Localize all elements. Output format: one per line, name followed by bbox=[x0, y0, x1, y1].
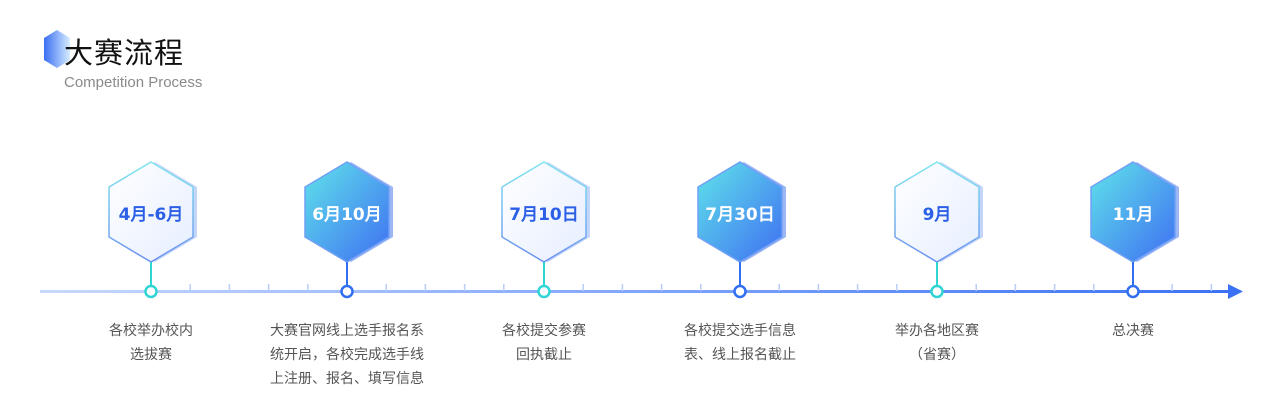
step-description: 各校提交参赛回执截止 bbox=[446, 319, 642, 367]
step-date: 9月 bbox=[922, 205, 952, 225]
step-description-line: 总决赛 bbox=[1112, 323, 1154, 339]
timeline-dot bbox=[733, 284, 747, 299]
timeline-axis bbox=[40, 290, 1230, 293]
timeline-node bbox=[108, 161, 197, 299]
timeline-dot bbox=[144, 284, 158, 299]
timeline-dot bbox=[930, 284, 944, 299]
page-subtitle: Competition Process bbox=[64, 74, 203, 91]
step-date: 6月10月 bbox=[312, 205, 382, 225]
timeline-node bbox=[894, 161, 983, 299]
timeline-dot bbox=[1126, 284, 1140, 299]
step-date: 7月10日 bbox=[509, 205, 579, 225]
timeline-node bbox=[697, 161, 786, 299]
step-date: 7月30日 bbox=[705, 205, 775, 225]
step-description-line: （省赛） bbox=[909, 347, 965, 363]
step-description: 各校提交选手信息表、线上报名截止 bbox=[642, 319, 838, 367]
timeline-dot bbox=[340, 284, 354, 299]
timeline-node bbox=[304, 161, 393, 299]
hexagon-logo-icon bbox=[44, 30, 70, 68]
step-description: 大赛官网线上选手报名系统开启，各校完成选手线上注册、报名、填写信息 bbox=[249, 319, 445, 391]
timeline-node bbox=[501, 161, 590, 299]
step-description-line: 各校提交选手信息 bbox=[684, 323, 796, 339]
step-description-line: 各校举办校内 bbox=[109, 323, 193, 339]
step-date: 11月 bbox=[1112, 205, 1154, 225]
step-description-line: 统开启，各校完成选手线 bbox=[270, 347, 424, 363]
step-description-line: 举办各地区赛 bbox=[895, 323, 979, 339]
step-description-line: 各校提交参赛 bbox=[502, 323, 586, 339]
step-description: 总决赛 bbox=[1035, 319, 1231, 343]
step-description-line: 表、线上报名截止 bbox=[684, 347, 796, 363]
step-description-line: 选拔赛 bbox=[130, 347, 172, 363]
step-description-line: 上注册、报名、填写信息 bbox=[270, 371, 424, 387]
step-description: 举办各地区赛 （省赛） bbox=[839, 319, 1035, 367]
arrow-right-icon bbox=[1228, 284, 1243, 299]
step-description: 各校举办校内选拔赛 bbox=[53, 319, 249, 367]
timeline-dot bbox=[537, 284, 551, 299]
step-description-line: 回执截止 bbox=[516, 347, 572, 363]
timeline-node bbox=[1090, 161, 1179, 299]
step-description-line: 大赛官网线上选手报名系 bbox=[270, 323, 424, 339]
step-date: 4月-6月 bbox=[118, 205, 184, 225]
page-title: 大赛流程 bbox=[64, 36, 185, 70]
